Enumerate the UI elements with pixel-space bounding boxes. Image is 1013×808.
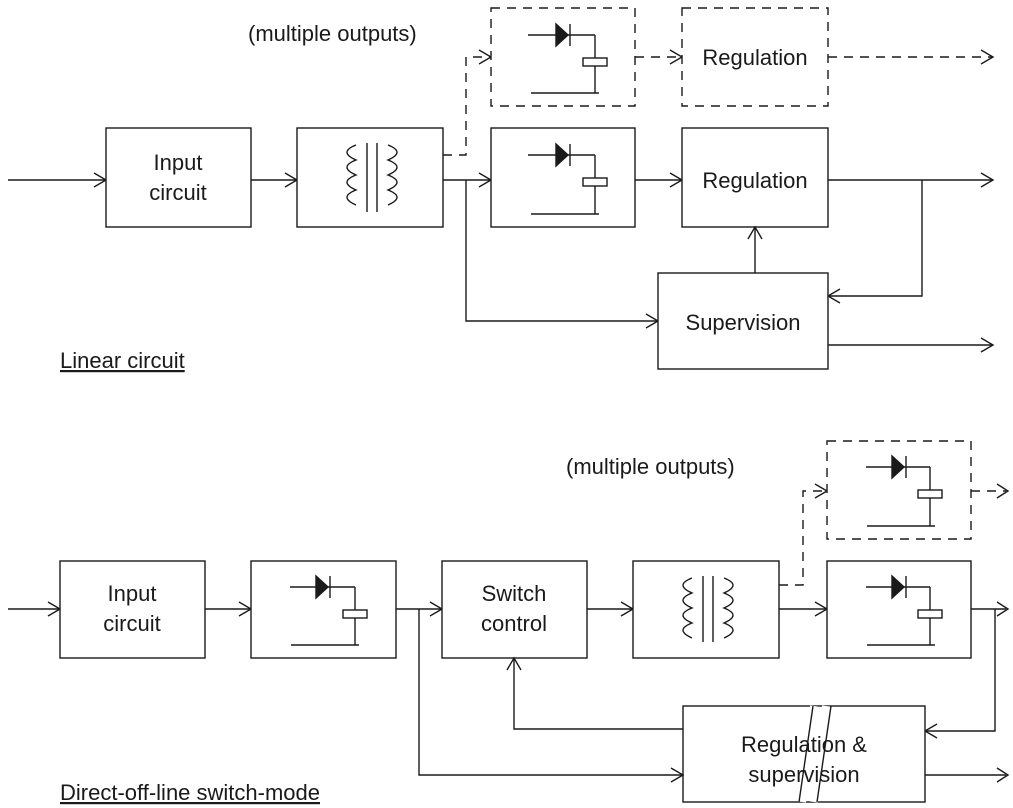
regulation-supervision-block-bottom: Regulation & supervision — [682, 705, 926, 803]
supervision-block-top: Supervision — [657, 272, 829, 370]
supervision-label: Supervision — [686, 310, 801, 335]
switch-control-label-line1: Switch — [482, 581, 547, 606]
input-circuit-label-line1: Input — [154, 150, 203, 175]
switch-mode-title: Direct-off-line switch-mode — [60, 780, 320, 805]
regulation-label: Regulation — [702, 168, 807, 193]
arrow-supervision-to-regulation-top — [747, 225, 763, 273]
arrow-switch-control-to-transformer-bottom — [587, 601, 635, 617]
input-arrow-bottom — [8, 601, 62, 617]
dashed-branch-top — [443, 49, 493, 156]
regulation-dashed-label: Regulation — [702, 45, 807, 70]
supervision-output-arrow-top — [828, 337, 995, 353]
transformer-block-bottom — [632, 560, 780, 659]
input-circuit-label-line1: Input — [108, 581, 157, 606]
regulation-supervision-label-line2: supervision — [748, 762, 859, 787]
rectifier-output-arrow-bottom — [971, 601, 1010, 617]
feedback-output-to-supervision-top — [826, 180, 923, 304]
rectifier-icon — [866, 574, 943, 646]
rectifier-icon — [290, 574, 368, 646]
isolation-barrier-icon — [798, 705, 832, 803]
regulation-supervision-output-arrow-bottom — [925, 767, 1010, 783]
rectifier-icon — [528, 142, 608, 215]
branch-to-regulation-supervision-bottom — [418, 609, 685, 783]
rectifier-block-top — [490, 127, 636, 228]
switch-mode-section: (multiple outputs) Input circuit — [8, 440, 1010, 805]
regulation-block-dashed-top: Regulation — [681, 7, 829, 107]
linear-circuit-title: Linear circuit — [60, 348, 185, 373]
arrow-transformer-to-rectifier-bottom — [779, 601, 829, 617]
input-circuit-label-line2: circuit — [149, 180, 206, 205]
multiple-outputs-note-top: (multiple outputs) — [248, 21, 417, 46]
arrow-transformer-to-rectifier-top — [443, 172, 493, 188]
dashed-output-arrow-bottom — [971, 483, 1010, 499]
regulation-supervision-label-line1: Regulation & — [741, 732, 867, 757]
transformer-icon — [346, 143, 398, 212]
multiple-outputs-note-bottom: (multiple outputs) — [566, 454, 735, 479]
feedback-to-switch-control-bottom — [506, 656, 683, 730]
transformer-block-top — [296, 127, 444, 228]
switch-control-label-line2: control — [481, 611, 547, 636]
rectifier-icon — [866, 454, 943, 527]
regulation-output-arrow-top — [828, 172, 995, 188]
transformer-icon — [682, 576, 734, 642]
rectifier-block-secondary-bottom — [826, 560, 972, 659]
dashed-branch-bottom — [779, 483, 829, 586]
input-circuit-label-line2: circuit — [103, 611, 160, 636]
rectifier-block-dashed-bottom — [826, 440, 972, 540]
input-circuit-block-bottom: Input circuit — [59, 560, 206, 659]
rectifier-block-primary-bottom — [250, 560, 397, 659]
regulation-block-top: Regulation — [681, 127, 829, 228]
arrow-input-to-transformer-top — [251, 172, 299, 188]
input-arrow-top — [8, 172, 108, 188]
rectifier-block-dashed-top — [490, 7, 636, 107]
dashed-arrow-to-regulation-top — [635, 49, 684, 65]
arrow-rectifier-to-regulation-top — [635, 172, 684, 188]
linear-circuit-section: (multiple outputs) Input circuit — [8, 7, 995, 373]
switch-control-block-bottom: Switch control — [441, 560, 588, 659]
input-circuit-block-top: Input circuit — [105, 127, 252, 228]
dashed-output-arrow-top — [828, 49, 995, 65]
rectifier-icon — [528, 22, 608, 94]
arrow-input-to-rectifier-bottom — [205, 601, 253, 617]
